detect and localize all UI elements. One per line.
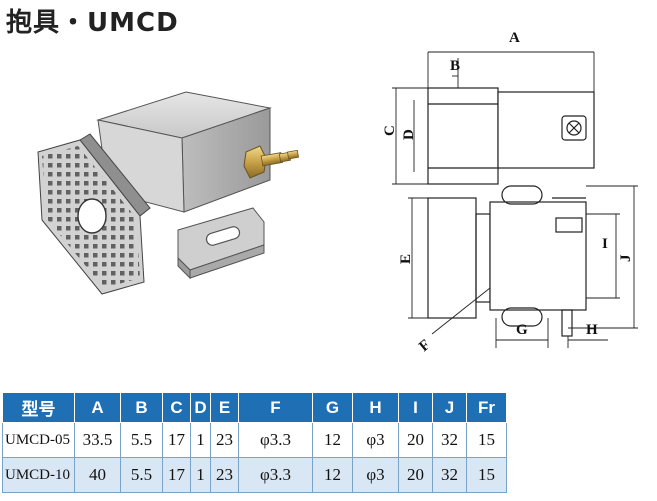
header-j: J [432, 392, 467, 423]
table-row: UMCD-10 40 5.5 17 1 23 φ3.3 12 φ3 20 32 … [2, 457, 507, 493]
cell-a: 33.5 [74, 422, 121, 458]
header-b: B [120, 392, 163, 423]
spec-table: 型号 A B C D E F G H I J Fr UMCD-05 33.5 5… [2, 392, 507, 493]
pad-center-hole [77, 198, 107, 234]
dim-label-h: H [586, 322, 598, 338]
dim-label-j: J [618, 254, 634, 262]
header-i: I [398, 392, 433, 423]
table-row: UMCD-05 33.5 5.5 17 1 23 φ3.3 12 φ3 20 3… [2, 422, 507, 458]
dim-label-d: D [401, 129, 417, 140]
side-view [427, 185, 587, 337]
header-h: H [352, 392, 399, 423]
cell-model: UMCD-10 [2, 457, 75, 493]
cell-j: 32 [432, 422, 467, 458]
header-a: A [74, 392, 121, 423]
spec-table-header-row: 型号 A B C D E F G H I J Fr [2, 392, 507, 423]
header-c: C [162, 392, 191, 423]
cell-f: φ3.3 [238, 422, 313, 458]
technical-drawing: A B C D E F G H I J [382, 30, 638, 355]
header-d: D [190, 392, 211, 423]
header-g: G [312, 392, 353, 423]
cell-e: 23 [210, 457, 239, 493]
cell-i: 20 [398, 422, 433, 458]
cell-fr: 15 [466, 422, 507, 458]
cell-b: 5.5 [120, 422, 163, 458]
air-fitting [243, 145, 300, 179]
bracket-slot [205, 226, 241, 246]
cell-i: 20 [398, 457, 433, 493]
dim-label-i: I [602, 236, 608, 252]
dim-label-e: E [398, 254, 414, 264]
cell-fr: 15 [466, 457, 507, 493]
header-model: 型号 [2, 392, 75, 423]
cell-g: 12 [312, 422, 353, 458]
cell-b: 5.5 [120, 457, 163, 493]
cell-c: 17 [162, 457, 191, 493]
product-illustration [37, 91, 300, 295]
cell-model: UMCD-05 [2, 422, 75, 458]
dim-label-g: G [516, 322, 528, 338]
cell-j: 32 [432, 457, 467, 493]
cell-c: 17 [162, 422, 191, 458]
cell-h: φ3 [352, 457, 399, 493]
header-e: E [210, 392, 239, 423]
header-fr: Fr [466, 392, 507, 423]
cell-g: 12 [312, 457, 353, 493]
cell-e: 23 [210, 422, 239, 458]
dim-label-f: F [416, 337, 433, 355]
cell-h: φ3 [352, 422, 399, 458]
page-title: 抱具・UMCD [6, 8, 179, 38]
cell-a: 40 [74, 457, 121, 493]
cell-d: 1 [190, 457, 211, 493]
header-f: F [238, 392, 313, 423]
cell-f: φ3.3 [238, 457, 313, 493]
top-view [427, 87, 595, 185]
dim-label-c: C [382, 125, 398, 136]
dim-label-b: B [450, 58, 460, 74]
cell-d: 1 [190, 422, 211, 458]
dim-label-a: A [509, 30, 520, 46]
